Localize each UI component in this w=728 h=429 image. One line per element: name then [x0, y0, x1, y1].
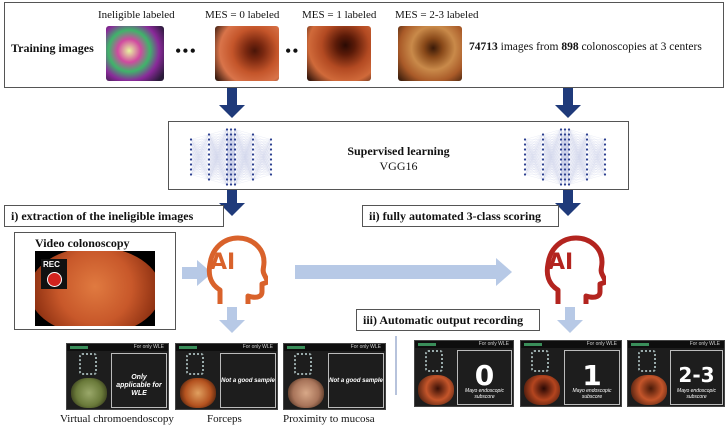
tile-label-mes0: MES = 0 labeled — [205, 9, 280, 21]
neural-network-icon — [523, 128, 607, 186]
rec-label: REC — [43, 260, 60, 269]
rec-dot-icon — [47, 272, 62, 287]
score-value: 1 — [582, 359, 602, 392]
score-value: 0 — [474, 359, 495, 392]
ai-head-icon: AI — [540, 234, 609, 306]
score-pane: 1 Mayo endoscopic subscore — [564, 350, 620, 405]
score-screen-1: For only WLE 1 Mayo endoscopic subscore — [520, 340, 622, 407]
output-screen-forceps: For only WLE Not a good sample — [175, 343, 278, 410]
caption-virtual-chromo: Virtual chromoendoscopy — [60, 413, 174, 425]
screen-thumbnail — [71, 378, 107, 408]
ai-label-left: AI — [210, 250, 236, 275]
supervised-learning-panel: Supervised learning VGG16 — [168, 121, 629, 190]
screen-header: For only WLE — [350, 344, 381, 350]
colon-map-icon — [186, 353, 204, 375]
learning-title: Supervised learning — [347, 144, 450, 158]
training-image-ineligible — [106, 26, 164, 81]
screen-message-pane: Only applicable for WLE — [111, 353, 167, 408]
learning-model: VGG16 — [379, 159, 418, 173]
training-image-mes1 — [307, 26, 371, 81]
video-colonoscopy-panel: Video colonoscopy REC — [14, 232, 176, 330]
step1-label: i) extraction of the ineligible images — [4, 205, 224, 227]
screen-thumbnail — [631, 375, 667, 405]
training-stats: 74713 images from 898 colonoscopies at 3… — [469, 41, 702, 53]
ai-head-icon: AI — [202, 234, 271, 306]
screen-message-pane: Not a good sample — [220, 353, 276, 408]
training-images-title: Training images — [11, 41, 94, 55]
stats-colonoscopy-count: 898 — [561, 41, 579, 53]
score-pane: 0 Mayo endoscopic subscore — [457, 350, 512, 405]
step2-text: ii) fully automated 3-class scoring — [369, 209, 541, 223]
output-screen-virtual-chromo: For only WLE Only applicable for WLE — [66, 343, 169, 410]
screen-thumbnail — [288, 378, 324, 408]
ellipsis-2: •• — [285, 41, 300, 61]
training-image-mes0 — [215, 26, 279, 81]
step3-text: iii) Automatic output recording — [363, 313, 524, 327]
training-images-panel: Training images Ineligible labeled ••• M… — [4, 2, 724, 88]
score-screen-2-3: For only WLE 2-3 Mayo endoscopic subscor… — [627, 340, 725, 407]
screen-message-pane: Not a good sample — [328, 353, 384, 408]
stats-suffix: colonoscopies at 3 centers — [578, 41, 702, 53]
screen-header: For only WLE — [689, 341, 720, 347]
screen-message: Not a good sample — [329, 378, 383, 384]
score-screen-0: For only WLE 0 Mayo endoscopic subscore — [414, 340, 514, 407]
stats-image-count: 74713 — [469, 41, 498, 53]
step3-label: iii) Automatic output recording — [356, 309, 540, 331]
screen-header: For only WLE — [242, 344, 273, 350]
tile-label-ineligible: Ineligible labeled — [98, 9, 175, 21]
screen-header: For only WLE — [478, 341, 509, 347]
colon-map-icon — [294, 353, 312, 375]
score-value: 2-3 — [678, 363, 715, 387]
screen-message: Only applicable for WLE — [116, 374, 162, 397]
colon-map-icon — [638, 350, 656, 372]
screen-thumbnail — [524, 375, 560, 405]
screen-thumbnail — [418, 375, 454, 405]
caption-forceps: Forceps — [207, 413, 242, 425]
screen-message: Not a good sample — [221, 378, 275, 384]
score-pane: 2-3 Mayo endoscopic subscore — [670, 350, 723, 405]
output-screen-proximity: For only WLE Not a good sample — [283, 343, 386, 410]
ellipsis-1: ••• — [175, 41, 197, 61]
screen-header: For only WLE — [586, 341, 617, 347]
screen-thumbnail — [180, 378, 216, 408]
screen-header: For only WLE — [133, 344, 164, 350]
tile-label-mes1: MES = 1 labeled — [302, 9, 377, 21]
tile-label-mes23: MES = 2-3 labeled — [395, 9, 479, 21]
rec-indicator: REC — [41, 259, 67, 289]
video-frame: REC — [35, 251, 155, 326]
colon-map-icon — [531, 350, 549, 372]
stats-middle: images from — [497, 41, 562, 53]
ai-label-right: AI — [548, 250, 574, 275]
video-title: Video colonoscopy — [35, 236, 130, 250]
step1-text: i) extraction of the ineligible images — [11, 209, 194, 223]
training-image-mes23 — [398, 26, 462, 81]
colon-map-icon — [425, 350, 443, 372]
caption-proximity: Proximity to mucosa — [283, 413, 375, 425]
step2-label: ii) fully automated 3-class scoring — [362, 205, 559, 227]
neural-network-icon — [189, 128, 273, 186]
score-subtext: Mayo endoscopic subscore — [465, 388, 504, 400]
score-subtext: Mayo endoscopic subscore — [572, 388, 612, 400]
score-subtext: Mayo endoscopic subscore — [677, 388, 716, 400]
colon-map-icon — [79, 353, 97, 375]
